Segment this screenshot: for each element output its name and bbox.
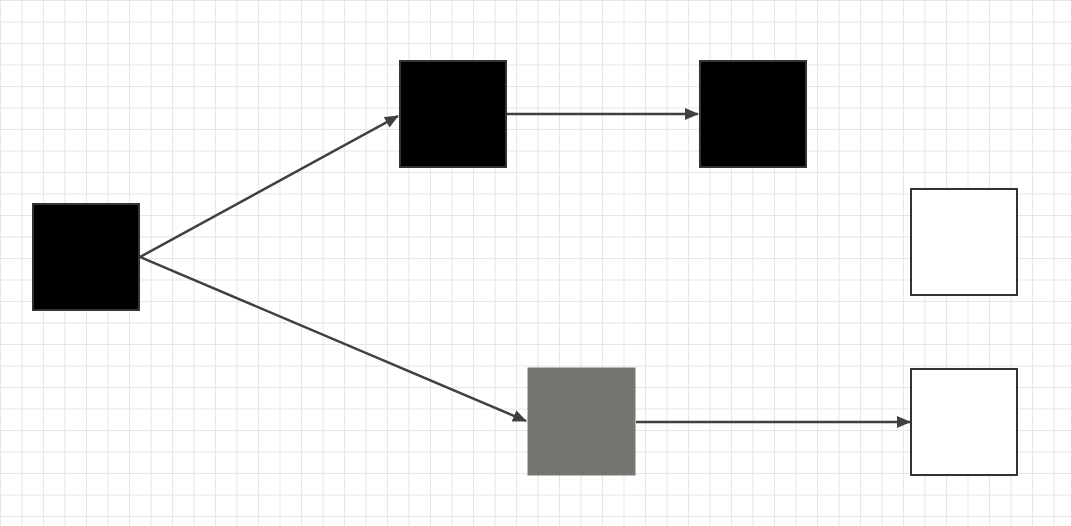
- node-bottom-middle[interactable]: [527, 367, 636, 476]
- node-bottom-right[interactable]: [910, 368, 1018, 476]
- node-root[interactable]: [32, 203, 140, 311]
- edge-root-to-bottom-middle: [139, 255, 527, 423]
- node-top-right[interactable]: [699, 60, 807, 168]
- node-top-middle[interactable]: [399, 60, 507, 168]
- edge-root-to-top-middle: [139, 114, 399, 259]
- node-middle-right[interactable]: [910, 188, 1018, 296]
